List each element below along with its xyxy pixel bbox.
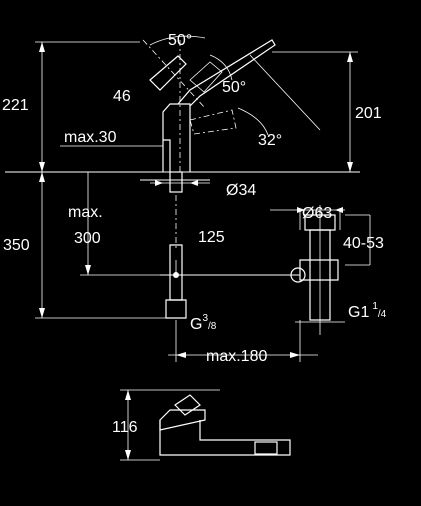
max-180-label: max.180: [206, 348, 267, 365]
max-30-label: max.30: [64, 129, 117, 146]
faucet-lever: [149, 55, 187, 91]
max-label: max.: [68, 204, 103, 221]
faucet-body: [162, 103, 191, 172]
angle-top-label: 50°: [168, 32, 192, 49]
angle-spout-label: 32°: [258, 132, 282, 149]
drain-assembly: [290, 205, 341, 335]
dimension-lines: [35, 41, 371, 362]
drain-pivot: [290, 267, 306, 283]
thread-g-label: G3/8: [190, 313, 217, 333]
dia-34-label: Ø34: [226, 182, 256, 199]
height-350-label: 350: [3, 237, 30, 254]
angle-arc-top: [149, 35, 206, 46]
height-spout-label: 201: [355, 105, 382, 122]
drain-body: [309, 229, 331, 321]
height-total-label: 221: [2, 97, 29, 114]
range-40-53-label: 40-53: [343, 235, 384, 252]
angle-handle-label: 50°: [222, 79, 246, 96]
drain-flange: [304, 214, 336, 231]
dist-125-label: 125: [198, 229, 225, 246]
height-116-label: 116: [112, 419, 138, 436]
dimension-labels: 50° 50° 32° 46 221 201 max.30 Ø34 max. 3…: [2, 32, 387, 436]
faucet-detail-view: [120, 389, 291, 461]
lever-offset-label: 46: [113, 88, 131, 105]
angle-arc-spout: [237, 107, 269, 136]
faucet-side-view: [5, 35, 360, 319]
hose-connector: [165, 299, 187, 319]
mounting-nut: [169, 171, 183, 193]
faucet-spout: [177, 39, 276, 107]
detail-body: [159, 420, 291, 456]
height-300-label: 300: [74, 230, 101, 247]
angle-arc-handle: [209, 54, 233, 81]
dia-63-label: Ø63: [302, 205, 332, 222]
